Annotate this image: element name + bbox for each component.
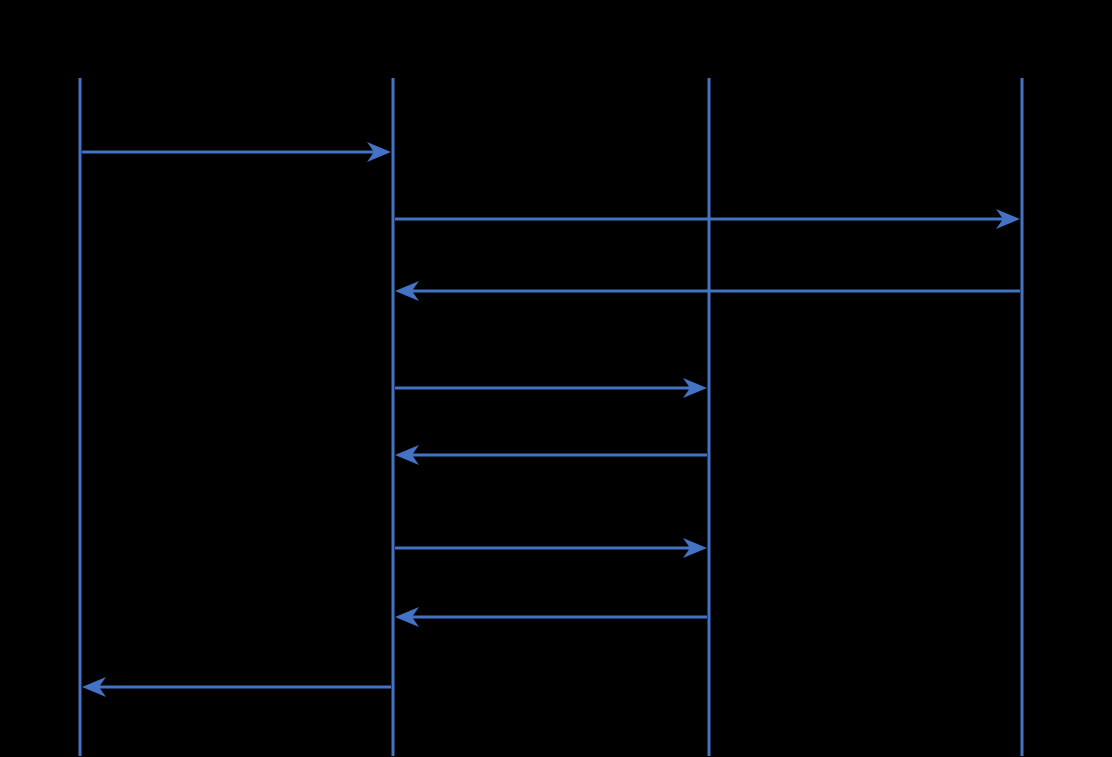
arrowhead-icon xyxy=(395,281,419,301)
message-7 xyxy=(395,607,707,627)
message-2 xyxy=(395,209,1020,229)
message-3 xyxy=(395,281,1020,301)
message-8 xyxy=(82,677,391,697)
message-5 xyxy=(395,445,707,465)
arrowhead-icon xyxy=(367,142,391,162)
message-4 xyxy=(395,378,707,398)
message-1 xyxy=(82,142,391,162)
arrowhead-icon xyxy=(82,677,106,697)
arrowhead-icon xyxy=(683,538,707,558)
message-6 xyxy=(395,538,707,558)
arrowhead-icon xyxy=(996,209,1020,229)
arrowhead-icon xyxy=(395,607,419,627)
arrowhead-icon xyxy=(683,378,707,398)
arrowhead-icon xyxy=(395,445,419,465)
